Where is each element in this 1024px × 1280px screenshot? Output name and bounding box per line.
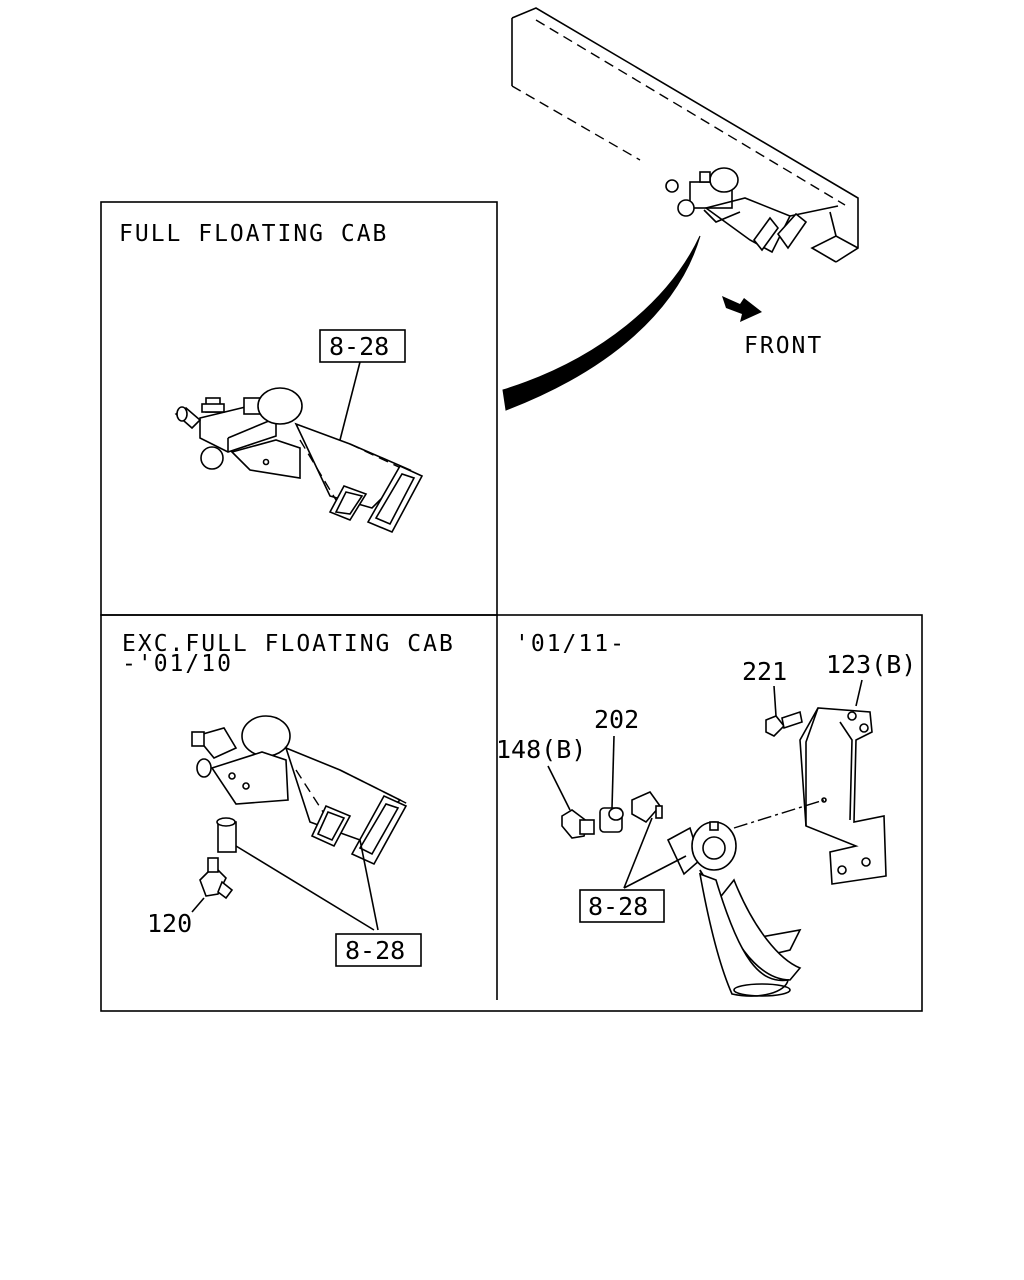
ref-8-28-box-exc[interactable]: 8-28 [335, 933, 422, 967]
panel-frames [100, 201, 923, 1012]
panel-exc-title-line2: -'01/10 [122, 651, 233, 677]
ref-8-28-box-full-floating[interactable]: 8-28 [319, 329, 406, 363]
part-221-label: 221 [742, 657, 787, 686]
horn-assembly-0111 [666, 821, 802, 997]
part-120-fitting-icon [199, 817, 237, 900]
panel-0111-title: '01/11- [515, 631, 626, 657]
ref-8-28-label: 8-28 [329, 332, 389, 361]
part-221-bolt-icon [765, 710, 803, 737]
front-label: FRONT [744, 333, 823, 359]
part-202-fitting-icon [599, 807, 624, 833]
horn-assembly-exc-full-floating [191, 715, 409, 866]
part-123b-label: 123(B) [826, 650, 916, 679]
horn-on-frame-icon [665, 167, 808, 254]
panel-exc-title-line1: EXC.FULL FLOATING CAB [122, 631, 455, 657]
detail-callout-arrow [502, 235, 701, 411]
part-148b-fitting-icon [561, 809, 595, 839]
ref-8-28-box-0111[interactable]: 8-28 [579, 889, 665, 923]
horn-assembly-full-floating [174, 387, 424, 534]
part-123b-bracket-icon [799, 707, 887, 885]
part-120-label: 120 [147, 909, 192, 938]
ref-8-28-label: 8-28 [345, 936, 405, 965]
ref-8-28-label: 8-28 [588, 892, 648, 921]
frame-rail-overview [511, 7, 859, 263]
part-202-label: 202 [594, 705, 639, 734]
front-direction-arrow-icon [722, 296, 762, 322]
part-148b-label: 148(B) [496, 735, 586, 764]
horn-valve-fitting-icon [631, 791, 663, 824]
panel-full-floating-cab-title: FULL FLOATING CAB [119, 221, 388, 247]
